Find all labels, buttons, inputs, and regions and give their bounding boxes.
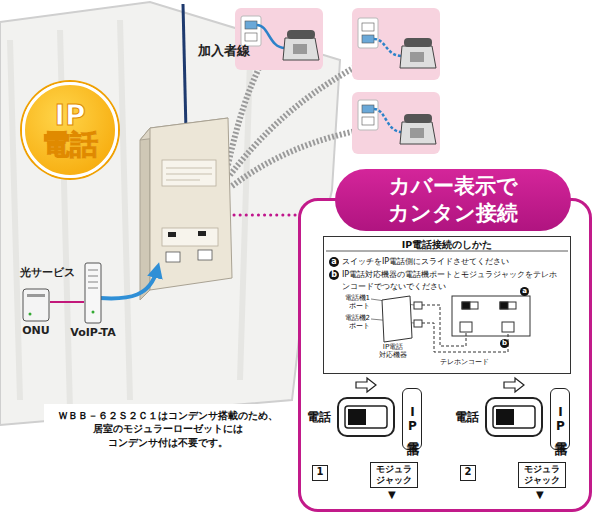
- onu-device: ONU: [22, 288, 50, 338]
- line-label: 加入者線: [198, 42, 250, 60]
- jack-label: モジュラ ジャック: [522, 464, 562, 486]
- onu-shape: [22, 288, 50, 322]
- instruction-step: スイッチをIP電話側にスライドさせてください: [342, 256, 564, 268]
- device-label: VoIP-TA: [62, 326, 124, 339]
- note-text: ＷＢＢ－６２Ｓ２Ｃ１はコンデンサ搭載のため、 居室のモジュラーローゼットには コ…: [48, 409, 288, 450]
- ip-phone-badge: IP 電話: [22, 82, 118, 178]
- instruction-step: IP電話対応機器の電話機ポートとモジュラジャックをテレホンコードでつないでくださ…: [342, 269, 564, 292]
- note-box: ＷＢＢ－６２Ｓ２Ｃ１はコンデンサ搭載のため、 居室のモジュラーローゼットには コ…: [44, 404, 292, 454]
- telephone-cord: [422, 305, 508, 352]
- modular-jack-box: モジュラ ジャック: [518, 462, 566, 488]
- voip-ta-device: VoIP-TA: [84, 262, 102, 340]
- mini-rosette: [452, 296, 530, 336]
- wall: [0, 2, 340, 425]
- subscriber-line: [183, 4, 186, 132]
- switch-panel-2: [486, 378, 542, 436]
- instruction-panel: IP電話接続のしかたスイッチをIP電話側にスライドさせてくださいIP電話対応機器…: [323, 236, 571, 374]
- wall-jack-phone: [352, 8, 440, 80]
- service-label: 光サービス: [20, 266, 75, 280]
- wall-jack-phone: [352, 92, 440, 154]
- phone-cords: [228, 58, 372, 186]
- badge-text: IP 電話: [40, 101, 100, 160]
- mini-ip-device: [371, 296, 422, 342]
- jack-label: モジュラ ジャック: [374, 464, 414, 486]
- cable-connector: [50, 301, 84, 303]
- modular-jack-box: モジュラ ジャック: [370, 462, 418, 488]
- switch-side-label: IP電話: [552, 405, 569, 433]
- callout-box: カバー表示で カンタン接続IP電話接続のしかたスイッチをIP電話側にスライドさせ…: [298, 198, 592, 512]
- switch-panel-1: [338, 378, 394, 436]
- blue-cable-arrow: [100, 270, 157, 298]
- ip-phone-side-box: IP電話: [402, 388, 422, 450]
- ip-phone-side-box: IP電話: [550, 388, 570, 450]
- title-rule: [326, 251, 568, 252]
- voip-ta-shape: [84, 262, 102, 324]
- panel-title: IP電話接続のしかた: [324, 239, 570, 252]
- callout-leader: [234, 214, 300, 217]
- device-label: ONU: [14, 324, 58, 337]
- switch-side-label: IP電話: [404, 405, 421, 433]
- callout-heading: カバー表示で カンタン接続: [335, 169, 571, 231]
- rosette-device: [140, 118, 232, 300]
- wall-jack-phone: [235, 8, 323, 70]
